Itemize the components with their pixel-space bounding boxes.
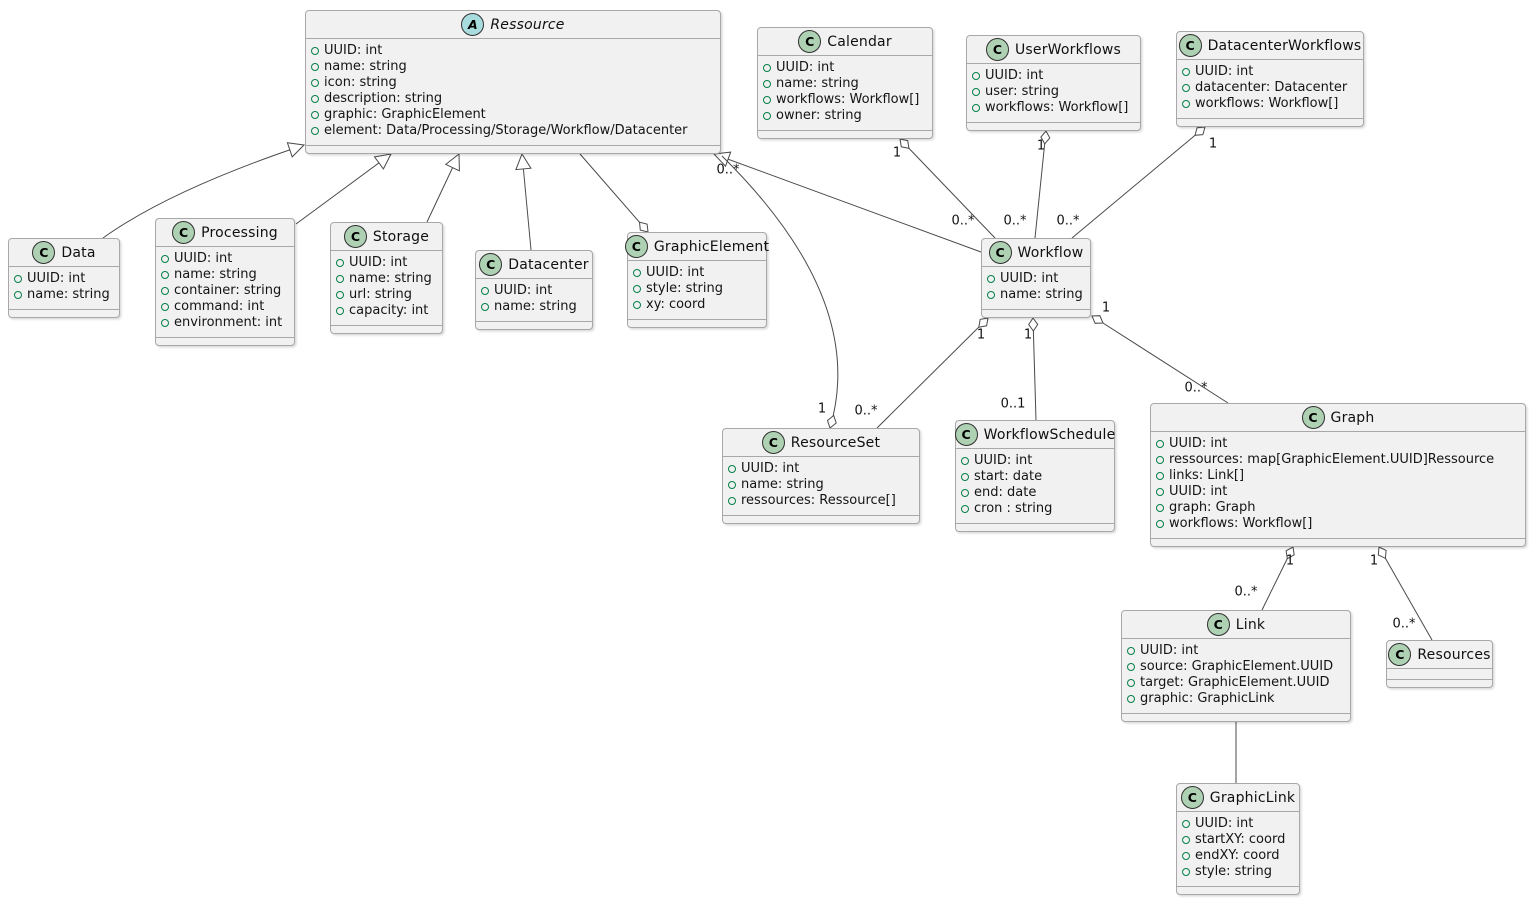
multiplicity-label: 1 [1024,328,1032,343]
multiplicity-label: 1 [1037,139,1045,154]
userworkflows-workflows-aggregation-start-diamond [1040,130,1051,145]
datacenterworkflows-workflows-aggregation-start-diamond [1194,126,1206,136]
multiplicity-label: 1 [1209,137,1217,152]
workflow-schedule-aggregation [1032,317,1037,421]
resourceset-ressources-aggregation-end-diamond [826,414,837,429]
multiplicity-label: 0..* [1056,214,1080,229]
data-extends-ressource [102,144,305,239]
multiplicity-label: 1 [977,328,985,343]
datacenter-extends-ressource-end-triangle-arrowhead [515,152,532,171]
data-extends-ressource-end-triangle-arrowhead [286,142,306,158]
datacenterworkflows-workflows-aggregation [1071,126,1206,239]
graph-resources-aggregation-start-diamond [1377,546,1387,560]
graph-resources-aggregation [1378,546,1433,641]
multiplicity-label: 0..* [1392,617,1416,632]
workflow-graph-aggregation-start-diamond [1091,315,1104,324]
multiplicity-label: 0..* [951,214,975,229]
ressource-graphic-aggregation-end-diamond [638,221,649,233]
calendar-workflows-aggregation [899,138,996,239]
calendar-workflows-aggregation-start-diamond [899,138,910,150]
workflow-graph-aggregation [1091,315,1229,404]
multiplicity-label: 0..* [1003,214,1027,229]
workflow-extends-ressource [713,153,982,253]
multiplicity-label: 0..* [854,404,878,419]
workflow-schedule-aggregation-start-diamond [1028,317,1039,332]
userworkflows-workflows-aggregation [1034,130,1047,239]
workflow-resourceset-aggregation-start-diamond [978,317,989,328]
processing-extends-ressource [295,153,392,225]
multiplicity-label: 0..1 [1001,397,1026,412]
multiplicity-label: 0..* [1184,381,1208,396]
multiplicity-label: 0..* [716,163,740,178]
workflow-resourceset-aggregation [876,317,989,429]
resourceset-ressources-aggregation [721,155,839,429]
ressource-graphic-aggregation [579,153,649,233]
multiplicity-label: 1 [818,402,826,417]
processing-extends-ressource-end-triangle-arrowhead [373,153,392,170]
multiplicity-label: 1 [1370,554,1378,569]
graph-links-aggregation-start-diamond [1285,546,1295,560]
multiplicity-label: 1 [893,146,901,161]
workflow-extends-ressource-end-triangle-arrowhead [712,151,732,168]
multiplicity-label: 1 [1102,301,1110,316]
storage-extends-ressource-end-triangle-arrowhead [444,152,460,172]
multiplicity-label: 1 [1286,554,1294,569]
multiplicity-label: 0..* [1234,585,1258,600]
datacenter-extends-ressource [521,153,532,251]
